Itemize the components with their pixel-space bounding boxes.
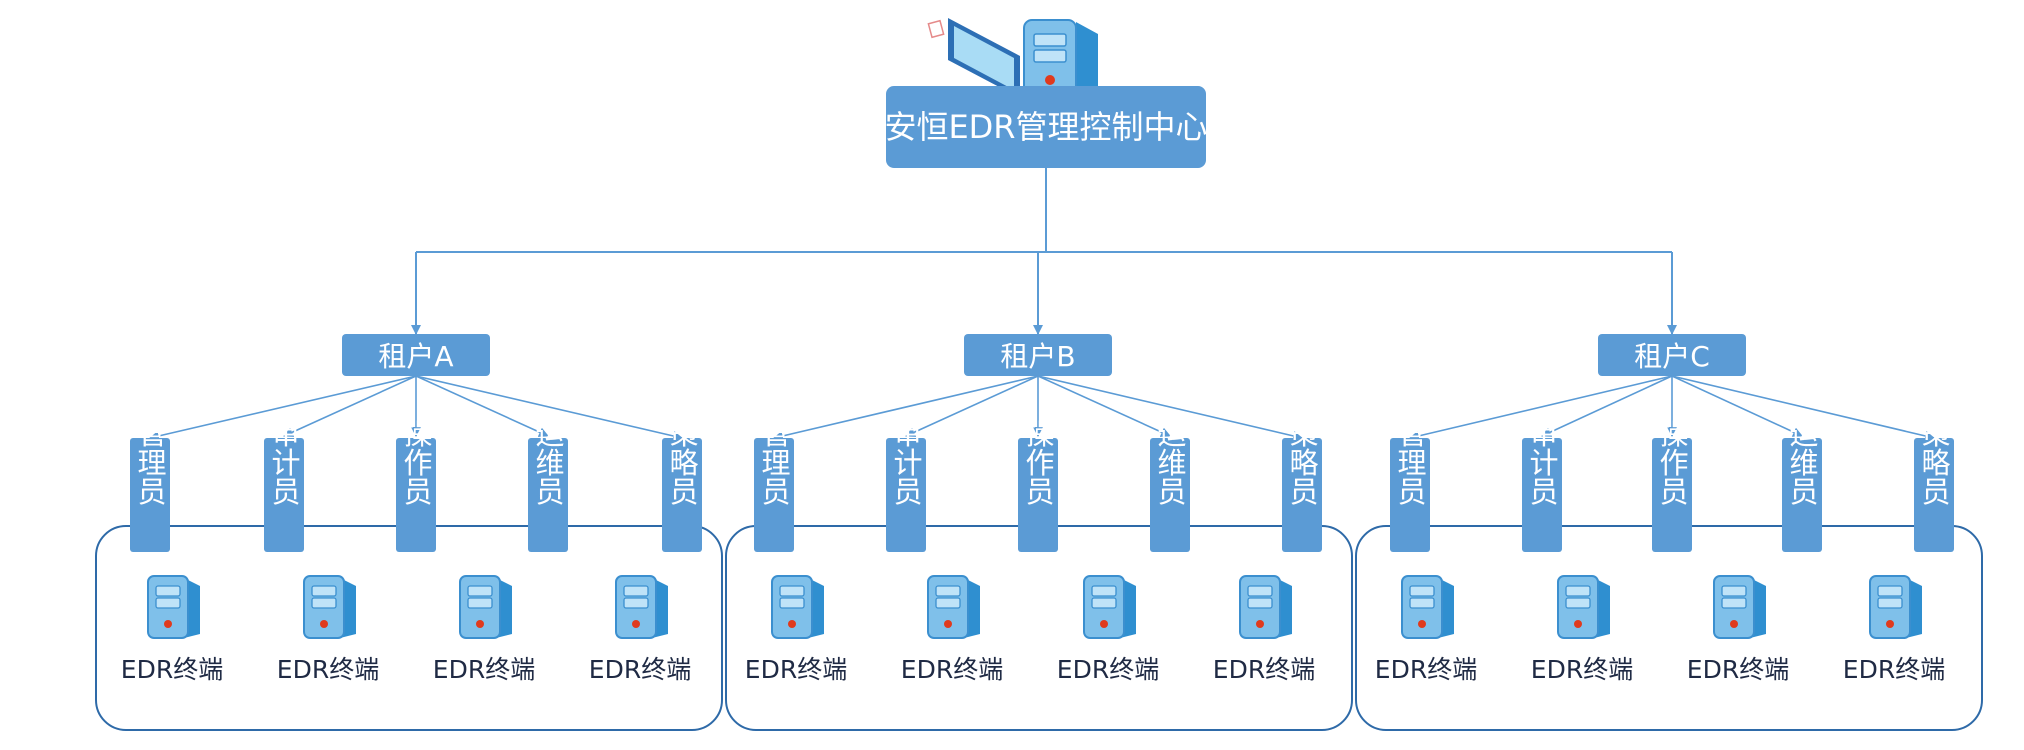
server-icon bbox=[1869, 575, 1922, 639]
role-auditor-a: 审计员 bbox=[264, 418, 304, 552]
role-policy-c: 策略员 bbox=[1914, 418, 1954, 552]
role-admin-b: 管理员 bbox=[754, 418, 794, 552]
svg-text:EDR终端: EDR终端 bbox=[1843, 655, 1945, 684]
server-icon bbox=[459, 575, 512, 639]
svg-text:运维员: 运维员 bbox=[1153, 419, 1187, 506]
server-icon bbox=[1239, 575, 1292, 639]
svg-text:审计员: 审计员 bbox=[889, 418, 923, 505]
terminal-b-3: EDR终端 bbox=[1057, 575, 1159, 684]
tenant-a-label: 租户A bbox=[378, 340, 453, 373]
svg-text:EDR终端: EDR终端 bbox=[1213, 655, 1315, 684]
role-admin-a: 管理员 bbox=[130, 418, 170, 552]
svg-text:管理员: 管理员 bbox=[1393, 418, 1427, 505]
server-icon bbox=[147, 575, 200, 639]
svg-text:审计员: 审计员 bbox=[1525, 418, 1559, 505]
role-policy-a: 策略员 bbox=[662, 418, 702, 552]
tenant-c-group: 租户C 管理员 审计员 操作员 运维员 策略员 bbox=[1355, 334, 1983, 731]
role-admin-c: 管理员 bbox=[1390, 418, 1430, 552]
svg-text:管理员: 管理员 bbox=[133, 418, 167, 505]
role-auditor-c: 审计员 bbox=[1522, 418, 1562, 552]
svg-text:EDR终端: EDR终端 bbox=[1057, 655, 1159, 684]
role-policy-b: 策略员 bbox=[1282, 418, 1322, 552]
role-operator-c: 操作员 bbox=[1652, 418, 1692, 552]
svg-text:策略员: 策略员 bbox=[1917, 418, 1951, 505]
tenant-a-group: 租户A 管理员 审计员 操作员 运维员 策略员 bbox=[95, 334, 723, 731]
server-icon bbox=[1083, 575, 1136, 639]
svg-text:EDR终端: EDR终端 bbox=[1687, 655, 1789, 684]
server-icon bbox=[1023, 19, 1098, 101]
center-label: 安恒EDR管理控制中心 bbox=[884, 108, 1207, 146]
svg-text:EDR终端: EDR终端 bbox=[589, 655, 691, 684]
role-operator-a: 操作员 bbox=[396, 418, 436, 552]
server-icon bbox=[615, 575, 668, 639]
svg-text:EDR终端: EDR终端 bbox=[121, 655, 223, 684]
svg-text:EDR终端: EDR终端 bbox=[1531, 655, 1633, 684]
svg-text:EDR终端: EDR终端 bbox=[1375, 655, 1477, 684]
terminal-b-2: EDR终端 bbox=[901, 575, 1003, 684]
svg-text:操作员: 操作员 bbox=[1655, 418, 1689, 505]
role-ops-c: 运维员 bbox=[1782, 419, 1822, 552]
svg-text:运维员: 运维员 bbox=[531, 419, 565, 506]
role-operator-b: 操作员 bbox=[1018, 418, 1058, 552]
terminal-c-4: EDR终端 bbox=[1843, 575, 1945, 684]
terminal-a-4: EDR终端 bbox=[589, 575, 691, 684]
svg-text:审计员: 审计员 bbox=[267, 418, 301, 505]
svg-text:策略员: 策略员 bbox=[665, 418, 699, 505]
terminal-c-1: EDR终端 bbox=[1375, 575, 1477, 684]
tenant-b-label: 租户B bbox=[1000, 340, 1075, 373]
role-ops-a: 运维员 bbox=[528, 419, 568, 552]
server-icon bbox=[1557, 575, 1610, 639]
role-ops-b: 运维员 bbox=[1150, 419, 1190, 552]
terminal-a-1: EDR终端 bbox=[121, 575, 223, 684]
terminal-a-2: EDR终端 bbox=[277, 575, 379, 684]
terminal-c-2: EDR终端 bbox=[1531, 575, 1633, 684]
role-auditor-b: 审计员 bbox=[886, 418, 926, 552]
terminal-a-3: EDR终端 bbox=[433, 575, 535, 684]
tenant-a-box bbox=[342, 334, 490, 376]
terminal-b-1: EDR终端 bbox=[745, 575, 847, 684]
server-icon bbox=[1713, 575, 1766, 639]
server-icon bbox=[1401, 575, 1454, 639]
tenant-c-label: 租户C bbox=[1634, 340, 1710, 373]
tenant-b-box bbox=[964, 334, 1112, 376]
svg-text:EDR终端: EDR终端 bbox=[277, 655, 379, 684]
svg-text:EDR终端: EDR终端 bbox=[901, 655, 1003, 684]
svg-text:操作员: 操作员 bbox=[1021, 418, 1055, 505]
svg-text:运维员: 运维员 bbox=[1785, 419, 1819, 506]
terminal-c-3: EDR终端 bbox=[1687, 575, 1789, 684]
tenant-c-box bbox=[1598, 334, 1746, 376]
svg-text:策略员: 策略员 bbox=[1285, 418, 1319, 505]
server-icon bbox=[927, 575, 980, 639]
svg-text:EDR终端: EDR终端 bbox=[433, 655, 535, 684]
svg-text:操作员: 操作员 bbox=[399, 418, 433, 505]
center-node: 安恒EDR管理控制中心 bbox=[884, 86, 1208, 168]
server-icon bbox=[303, 575, 356, 639]
tenant-b-group: 租户B 管理员 审计员 操作员 运维员 策略员 bbox=[725, 334, 1353, 731]
center-connectors bbox=[411, 168, 1677, 335]
svg-text:管理员: 管理员 bbox=[757, 418, 791, 505]
svg-text:EDR终端: EDR终端 bbox=[745, 655, 847, 684]
server-icon bbox=[771, 575, 824, 639]
terminal-b-4: EDR终端 bbox=[1213, 575, 1315, 684]
